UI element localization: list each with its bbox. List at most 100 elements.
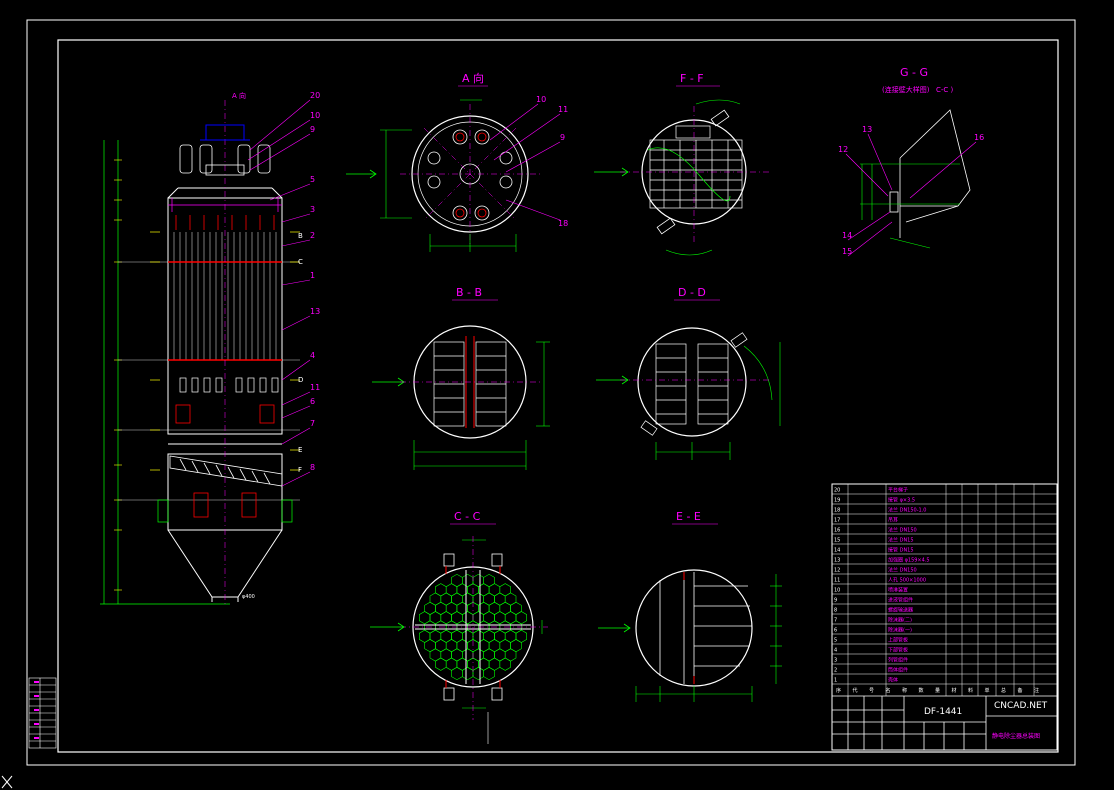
bom-header-cell: 名 — [886, 687, 891, 694]
bom-header-cell: 号 — [869, 688, 874, 694]
view-d: D - D — [596, 286, 781, 460]
drawing-number: DF-1441 — [924, 707, 962, 717]
view-c-red-bars — [445, 566, 501, 688]
bom-header-cell: 量 — [935, 687, 940, 694]
view-c-nozzles — [443, 553, 503, 701]
bom-row-name: 法兰 DN15 — [888, 537, 914, 544]
bom-header-cell: 备 — [1018, 687, 1023, 694]
view-f-title: F - F — [680, 72, 704, 85]
view-b-title: B - B — [456, 286, 482, 299]
view-g-callout-15: 15 — [842, 247, 852, 256]
part-number-8: 8 — [310, 463, 315, 472]
view-c-title: C - C — [454, 510, 481, 523]
view-f-spiral — [647, 147, 731, 202]
view-f-dims — [665, 99, 741, 256]
bom-row-number: 4 — [834, 648, 837, 654]
view-g-callout-12: 12 — [838, 145, 848, 154]
honeycomb-cell — [472, 666, 485, 681]
view-a-leaders — [489, 103, 561, 221]
honeycomb-cell — [435, 657, 447, 671]
bom-row-number: 2 — [834, 668, 837, 674]
manholes — [175, 404, 275, 518]
elevation-view: A 向 φ400 20 10 9 5 3 2 1 13 4 11 6 7 8 B… — [100, 91, 320, 605]
bom-row-name: 人孔 500×1000 — [888, 577, 926, 584]
section-markers — [150, 231, 300, 471]
part-number-10: 10 — [310, 111, 320, 120]
bom-row-name: 螺旋输送器 — [888, 607, 913, 614]
bom-row-number: 16 — [834, 528, 840, 534]
bom-row-name: 法兰 DN150 — [888, 527, 917, 534]
view-g-green-lines — [860, 163, 960, 249]
top-platform — [200, 124, 250, 141]
cncad-logo: CNCAD.NET — [994, 701, 1048, 711]
view-f-nozzles — [656, 109, 730, 235]
section-letter-b: B — [298, 232, 303, 240]
view-a-callout-9: 9 — [560, 133, 565, 142]
elevation-bottom-dim: φ400 — [242, 594, 255, 600]
part-number-9: 9 — [310, 125, 315, 134]
part-number-2: 2 — [310, 231, 315, 240]
view-b-internals — [433, 341, 507, 427]
upper-header-pipes — [175, 215, 275, 230]
view-g-leaders — [845, 133, 977, 257]
bom-row-name: 进液管组件 — [888, 597, 913, 604]
part-number-11: 11 — [310, 383, 320, 392]
view-a-dimensions — [380, 99, 517, 252]
drawing-frame — [57, 39, 1059, 753]
view-g: G - G (连接壁大样图) C-C ) 13 16 12 14 15 — [838, 66, 984, 257]
elevation-height-dimension — [100, 140, 230, 605]
part-number-4: 4 — [310, 351, 315, 360]
honeycomb-cell — [483, 666, 495, 681]
view-g-title: G - G — [900, 66, 928, 79]
honeycomb-cell — [499, 657, 511, 671]
view-d-internals — [640, 332, 748, 436]
bom-row-name: 接管 DN15 — [888, 547, 914, 554]
left-revision-block — [28, 677, 57, 749]
view-a-nozzle-flanges — [455, 132, 487, 218]
view-c: C - C — [370, 510, 548, 744]
part-number-13: 13 — [310, 307, 320, 316]
bom-row-name: 接管 φ×3.5 — [888, 497, 915, 504]
view-d-shell — [637, 327, 747, 437]
bom-row-name: 吊耳 — [888, 518, 898, 524]
bom-row-name: 除沫器(一) — [888, 627, 912, 634]
upper-flange-ring — [168, 198, 282, 212]
view-b: B - B — [372, 286, 550, 470]
view-a-centerlines — [400, 104, 540, 244]
bom-header-cell: 注 — [1034, 687, 1039, 694]
view-g-callout-13: 13 — [862, 125, 872, 134]
view-d-dims — [655, 342, 781, 460]
bom-header-cell: 单 — [985, 687, 990, 694]
view-f: F - F — [594, 72, 770, 256]
view-e-title: E - E — [676, 510, 701, 523]
part-number-5: 5 — [310, 175, 315, 184]
view-a-callout-10: 10 — [536, 95, 546, 104]
view-e: E - E — [598, 510, 782, 702]
view-g-ref: C-C ) — [936, 86, 954, 94]
view-a-callout-18: 18 — [558, 219, 568, 228]
drawing-title: 静电除尘器总装图 — [992, 732, 1040, 740]
section-letter-f: F — [298, 466, 302, 474]
bom-row-number: 6 — [834, 628, 837, 634]
bom-row-number: 9 — [834, 598, 837, 604]
view-a-nozzles — [427, 129, 513, 221]
lower-collectors — [179, 377, 279, 393]
bom-header-cell: 称 — [902, 687, 907, 694]
left-revision-block-marks — [34, 681, 39, 739]
bom-row-name: 列管组件 — [888, 657, 908, 664]
bom-header-cell: 料 — [968, 687, 973, 694]
part-number-7: 7 — [310, 419, 315, 428]
view-d-title: D - D — [678, 286, 706, 299]
view-a-inlet-arrow — [346, 169, 377, 179]
view-e-inlet-arrow — [598, 623, 631, 633]
bom-row-number: 20 — [834, 488, 840, 494]
view-g-plate — [889, 109, 971, 238]
bom-row-number: 18 — [834, 508, 840, 514]
part-leaders — [247, 99, 311, 487]
bom-row-number: 7 — [834, 618, 837, 624]
view-e-dims — [635, 574, 782, 702]
bom-row-number: 8 — [834, 608, 837, 614]
view-c-dims — [462, 539, 543, 709]
